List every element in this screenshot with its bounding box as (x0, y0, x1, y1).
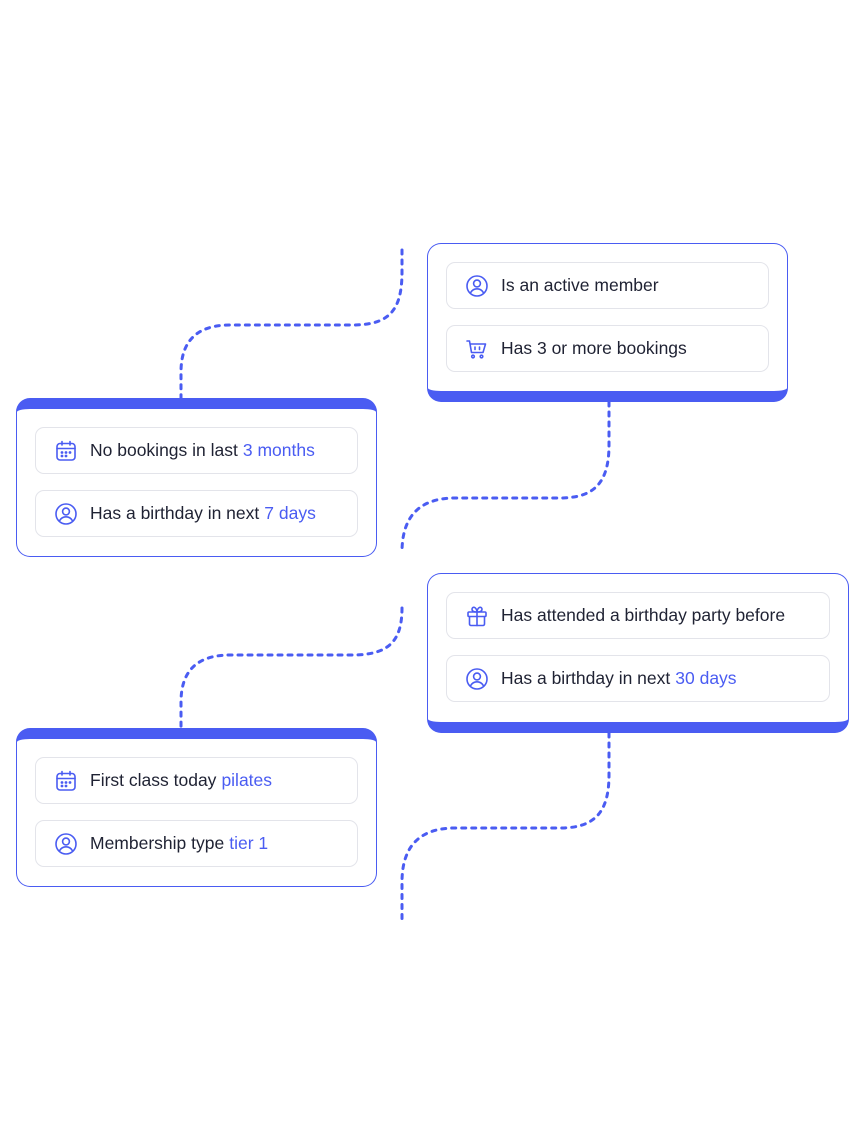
calendar-icon (54, 769, 78, 793)
birthday-party-card: Has attended a birthday party before Has… (427, 573, 849, 733)
condition-value: pilates (221, 770, 273, 790)
basket-icon (465, 337, 489, 361)
user-icon (54, 832, 78, 856)
condition-row[interactable]: Has 3 or more bookings (446, 325, 769, 372)
condition-row[interactable]: Is an active member (446, 262, 769, 309)
condition-text: Has a birthday in next (501, 668, 671, 688)
user-icon (465, 667, 489, 691)
condition-value: 7 days (264, 503, 316, 523)
condition-value: 3 months (242, 440, 315, 460)
condition-row[interactable]: Has attended a birthday party before (446, 592, 830, 639)
first-class-card: First class today pilates Membership typ… (16, 728, 377, 887)
condition-text: Has a birthday in next (90, 503, 260, 523)
condition-text: First class today (90, 770, 217, 790)
connector-third (179, 606, 404, 730)
gift-icon (465, 604, 489, 628)
condition-text: Has attended a birthday party before (501, 605, 786, 625)
condition-row[interactable]: Has a birthday in next 30 days (446, 655, 830, 702)
user-icon (54, 502, 78, 526)
active-member-card: Is an active member Has 3 or more bookin… (427, 243, 788, 402)
condition-text: Membership type (90, 833, 225, 853)
condition-row[interactable]: Has a birthday in next 7 days (35, 490, 358, 537)
connector-top (179, 248, 404, 400)
calendar-icon (54, 439, 78, 463)
condition-row[interactable]: Membership type tier 1 (35, 820, 358, 867)
no-bookings-card: No bookings in last 3 months Has a birth… (16, 398, 377, 557)
connector-second (400, 400, 611, 554)
condition-text: Is an active member (501, 275, 659, 295)
connector-fourth (400, 731, 611, 924)
condition-value: 30 days (675, 668, 737, 688)
condition-text: Has 3 or more bookings (501, 338, 687, 358)
user-icon (465, 274, 489, 298)
condition-row[interactable]: No bookings in last 3 months (35, 427, 358, 474)
condition-row[interactable]: First class today pilates (35, 757, 358, 804)
condition-text: No bookings in last (90, 440, 238, 460)
condition-value: tier 1 (229, 833, 269, 853)
